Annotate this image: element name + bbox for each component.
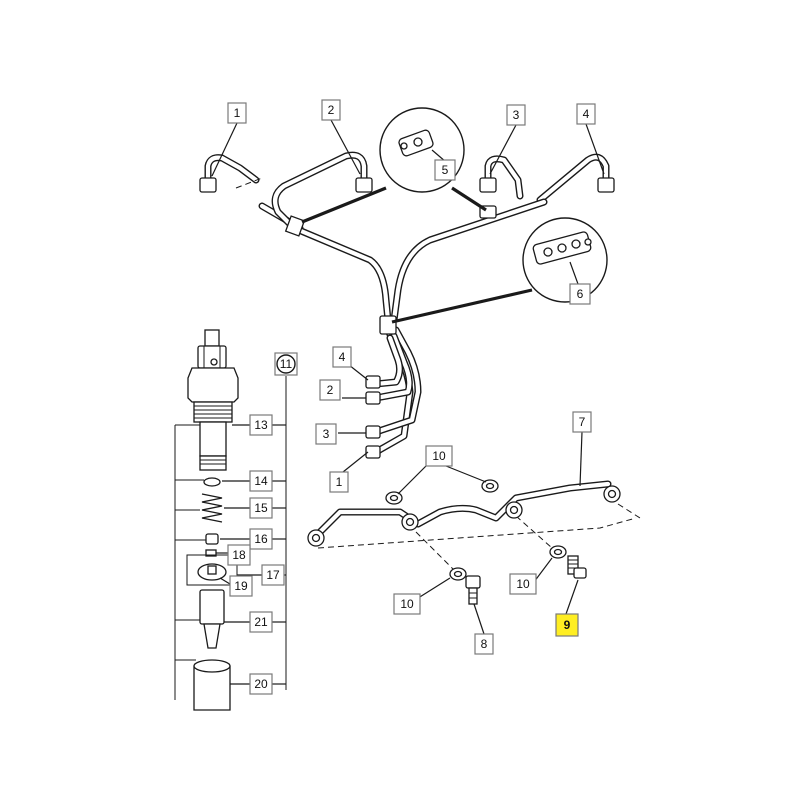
callout-label: 20	[254, 677, 268, 691]
callout-label: 10	[432, 449, 446, 463]
callout-label: 8	[481, 637, 488, 651]
injector-assembly	[174, 329, 287, 711]
callout-label: 7	[579, 415, 586, 429]
callout-15: 15	[249, 497, 273, 519]
callout-label: 15	[254, 501, 268, 515]
callout-11: 11	[274, 352, 298, 376]
callout-16: 16	[249, 528, 273, 550]
clamp-detail-circle-6	[391, 217, 608, 324]
callout-label: 1	[234, 106, 241, 120]
callout-14: 14	[249, 470, 273, 492]
leak-off-pipe-assembly	[307, 479, 641, 605]
callout-7: 7	[572, 411, 592, 433]
callout-20: 20	[249, 673, 273, 695]
callout-label: 2	[328, 103, 335, 117]
callout-2-mid: 2	[319, 379, 341, 401]
callout-3-top: 3	[506, 104, 526, 126]
callout-label: 10	[516, 577, 530, 591]
callout-label: 21	[254, 615, 268, 629]
callout-label: 2	[327, 383, 334, 397]
callout-10-top: 10	[425, 445, 453, 467]
callout-10-left: 10	[393, 593, 421, 615]
callout-6: 6	[569, 283, 591, 305]
callout-19: 19	[229, 575, 253, 597]
callout-8: 8	[474, 633, 494, 655]
callout-label: 1	[336, 475, 343, 489]
callout-label: 3	[323, 427, 330, 441]
callout-label: 18	[232, 548, 246, 562]
upper-injection-pipe-assembly	[199, 151, 615, 459]
callout-label: 10	[400, 597, 414, 611]
callout-label: 19	[234, 579, 248, 593]
callout-3-mid: 3	[315, 423, 337, 445]
injector-leaders	[216, 424, 286, 685]
callout-label: 13	[254, 418, 268, 432]
callout-label: 9	[564, 618, 571, 632]
callout-4-top: 4	[576, 103, 596, 125]
callout-label: 16	[254, 532, 268, 546]
callout-1-top: 1	[227, 102, 247, 124]
callout-label: 14	[254, 474, 268, 488]
callout-1-mid: 1	[329, 471, 349, 493]
callout-5: 5	[434, 159, 456, 181]
callout-4-mid: 4	[332, 346, 352, 368]
callout-17: 17	[261, 564, 285, 586]
callout-9-highlighted: 9	[555, 613, 579, 637]
callout-leaders	[211, 119, 605, 635]
callout-label: 6	[577, 287, 584, 301]
callout-13: 13	[249, 414, 273, 436]
callout-label: 5	[442, 163, 449, 177]
callout-label: 11	[280, 357, 293, 371]
callout-label: 3	[513, 108, 520, 122]
callout-label: 17	[266, 568, 280, 582]
clamp-detail-circle-5	[301, 107, 487, 224]
callout-2-top: 2	[321, 99, 341, 121]
callout-label: 4	[339, 350, 346, 364]
callout-18: 18	[227, 544, 251, 566]
callout-21: 21	[249, 611, 273, 633]
callout-label: 4	[583, 107, 590, 121]
callout-10-right: 10	[509, 573, 537, 595]
